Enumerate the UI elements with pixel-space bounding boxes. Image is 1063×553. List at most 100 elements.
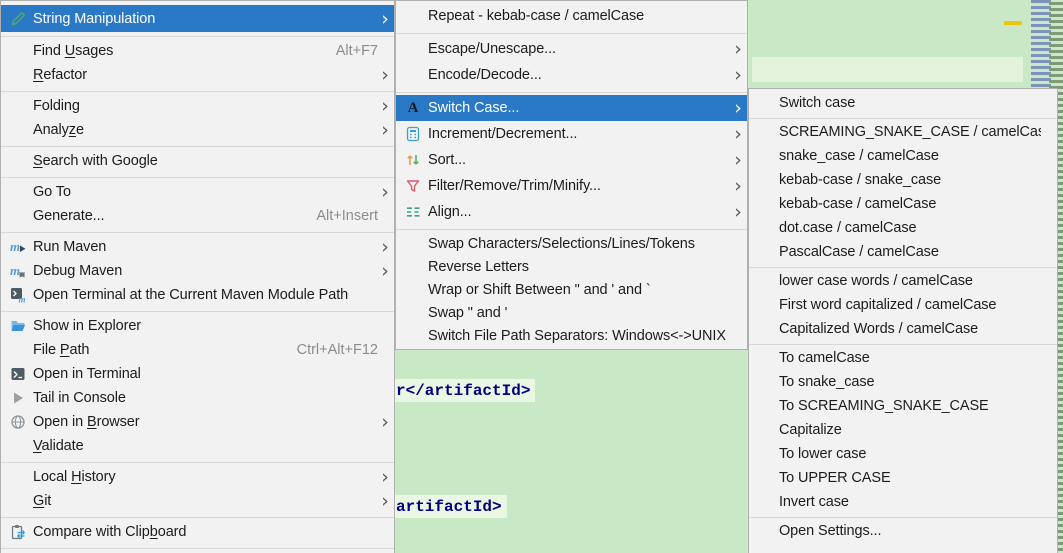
menu-item-label: Swap Characters/Selections/Lines/Tokens (428, 236, 731, 252)
folder-icon (9, 317, 27, 335)
menu-item-align[interactable]: Align...› (396, 199, 747, 225)
menu-item-swap-characters-selections-lines-tokens[interactable]: Swap Characters/Selections/Lines/Tokens (396, 232, 747, 255)
menu-item-reverse-letters[interactable]: Reverse Letters (396, 255, 747, 278)
submenu-arrow-icon: › (731, 205, 745, 219)
menu-item-escape-unescape[interactable]: Escape/Unescape...› (396, 36, 747, 62)
menu-item-label: kebab-case / snake_case (779, 172, 1041, 188)
menu-item-label: Invert case (779, 494, 1041, 510)
menu-item-swap-and[interactable]: Swap " and ' (396, 301, 747, 324)
menu-item-capitalized-words-camelcase[interactable]: Capitalized Words / camelCase (749, 317, 1057, 341)
run-maven-icon: m (9, 238, 27, 256)
menu-separator (396, 88, 747, 95)
menu-item-label: Show in Explorer (33, 318, 378, 334)
menu-item-to-camelcase[interactable]: To camelCase (749, 346, 1057, 370)
menu-item-label: To lower case (779, 446, 1041, 462)
menu-item-pascalcase-camelcase[interactable]: PascalCase / camelCase (749, 240, 1057, 264)
menu-item-snake-case-camelcase[interactable]: snake_case / camelCase (749, 144, 1057, 168)
menu-item-search-with-google[interactable]: Search with Google (1, 149, 394, 173)
play-icon (9, 389, 27, 407)
menu-item-analyze[interactable]: Analyze› (1, 118, 394, 142)
menu-item-open-in-browser[interactable]: Open in Browser› (1, 410, 394, 434)
menu-item-refactor[interactable]: Refactor› (1, 63, 394, 87)
pencil-icon (9, 10, 27, 28)
menu-item-label: To UPPER CASE (779, 470, 1041, 486)
menu-item-folding[interactable]: Folding› (1, 94, 394, 118)
menu-item-generate[interactable]: Generate...Alt+Insert (1, 204, 394, 228)
submenu-arrow-icon: › (378, 494, 392, 508)
string-manipulation-submenu: Repeat - kebab-case / camelCaseEscape/Un… (395, 0, 748, 350)
menu-item-switch-file-path-separators-windows-unix[interactable]: Switch File Path Separators: Windows<->U… (396, 324, 747, 347)
menu-item-label: File Path (33, 342, 279, 358)
menu-item-string-manipulation[interactable]: String Manipulation› (1, 5, 394, 32)
menu-item-label: Tail in Console (33, 390, 378, 406)
menu-item-switch-case[interactable]: Switch case (749, 91, 1057, 115)
menu-item-repeat-kebab-case-camelcase[interactable]: Repeat - kebab-case / camelCase (396, 3, 747, 29)
menu-item-go-to[interactable]: Go To› (1, 180, 394, 204)
menu-item-label: Git (33, 493, 378, 509)
menu-item-label: Switch case (779, 95, 1041, 111)
menu-separator (1, 544, 394, 551)
menu-item-to-upper-case[interactable]: To UPPER CASE (749, 466, 1057, 490)
submenu-arrow-icon: › (731, 42, 745, 56)
menu-item-label: Wrap or Shift Between " and ' and ` (428, 282, 731, 298)
menu-item-screaming-snake-case-camelcase[interactable]: SCREAMING_SNAKE_CASE / camelCase (749, 120, 1057, 144)
icon-spacer (404, 235, 422, 253)
menu-item-sort[interactable]: Sort...› (396, 147, 747, 173)
menu-item-dot-case-camelcase[interactable]: dot.case / camelCase (749, 216, 1057, 240)
menu-item-wrap-or-shift-between-and-and[interactable]: Wrap or Shift Between " and ' and ` (396, 278, 747, 301)
menu-item-tail-in-console[interactable]: Tail in Console (1, 386, 394, 410)
submenu-arrow-icon: › (378, 240, 392, 254)
menu-item-git[interactable]: Git› (1, 489, 394, 513)
menu-item-label: Swap " and ' (428, 305, 731, 321)
menu-item-invert-case[interactable]: Invert case (749, 490, 1057, 514)
menu-item-label: Repeat - kebab-case / camelCase (428, 8, 731, 24)
menu-item-label: Sort... (428, 152, 731, 168)
menu-item-label: To snake_case (779, 374, 1041, 390)
menu-item-label: Run Maven (33, 239, 378, 255)
menu-item-show-in-explorer[interactable]: Show in Explorer (1, 314, 394, 338)
menu-item-compare-with-clipboard[interactable]: Compare with Clipboard (1, 520, 394, 544)
menu-item-to-snake-case[interactable]: To snake_case (749, 370, 1057, 394)
menu-separator (749, 115, 1057, 120)
menu-item-local-history[interactable]: Local History› (1, 465, 394, 489)
menu-item-label: Switch Case... (428, 100, 731, 116)
icon-spacer (9, 492, 27, 510)
menu-item-open-in-terminal[interactable]: Open in Terminal (1, 362, 394, 386)
code-line: r</artifactId> (395, 382, 535, 400)
menu-item-label: Capitalize (779, 422, 1041, 438)
menu-item-open-terminal-at-the-current-maven-modul[interactable]: mOpen Terminal at the Current Maven Modu… (1, 283, 394, 307)
icon-spacer (404, 327, 422, 345)
menu-item-find-usages[interactable]: Find UsagesAlt+F7 (1, 39, 394, 63)
menu-item-lower-case-words-camelcase[interactable]: lower case words / camelCase (749, 269, 1057, 293)
menu-item-label: Find Usages (33, 43, 318, 59)
menu-item-file-path[interactable]: File PathCtrl+Alt+F12 (1, 338, 394, 362)
submenu-arrow-icon: › (378, 470, 392, 484)
menu-item-increment-decrement[interactable]: Increment/Decrement...› (396, 121, 747, 147)
menu-item-kebab-case-camelcase[interactable]: kebab-case / camelCase (749, 192, 1057, 216)
menu-item-label: Generate... (33, 208, 298, 224)
scrollbar-change-marker[interactable] (1004, 21, 1022, 25)
icon-spacer (9, 152, 27, 170)
menu-item-capitalize[interactable]: Capitalize (749, 418, 1057, 442)
menu-item-to-lower-case[interactable]: To lower case (749, 442, 1057, 466)
maven-terminal-icon: m (9, 286, 27, 304)
menu-item-kebab-case-snake-case[interactable]: kebab-case / snake_case (749, 168, 1057, 192)
menu-item-validate[interactable]: Validate (1, 434, 394, 458)
globe-icon (9, 413, 27, 431)
menu-separator (1, 307, 394, 314)
submenu-arrow-icon: › (378, 264, 392, 278)
menu-item-switch-case[interactable]: ASwitch Case...› (396, 95, 747, 121)
menu-separator (1, 458, 394, 465)
menu-item-label: SCREAMING_SNAKE_CASE / camelCase (779, 124, 1041, 140)
menu-item-debug-maven[interactable]: mDebug Maven› (1, 259, 394, 283)
menu-item-label: Compare with Clipboard (33, 524, 378, 540)
sort-icon (404, 151, 422, 169)
menu-item-encode-decode[interactable]: Encode/Decode...› (396, 62, 747, 88)
menu-item-open-settings[interactable]: Open Settings... (749, 519, 1057, 543)
menu-item-filter-remove-trim-minify[interactable]: Filter/Remove/Trim/Minify...› (396, 173, 747, 199)
menu-item-run-maven[interactable]: m Run Maven› (1, 235, 394, 259)
menu-item-to-screaming-snake-case[interactable]: To SCREAMING_SNAKE_CASE (749, 394, 1057, 418)
menu-separator (1, 513, 394, 520)
menu-item-first-word-capitalized-camelcase[interactable]: First word capitalized / camelCase (749, 293, 1057, 317)
